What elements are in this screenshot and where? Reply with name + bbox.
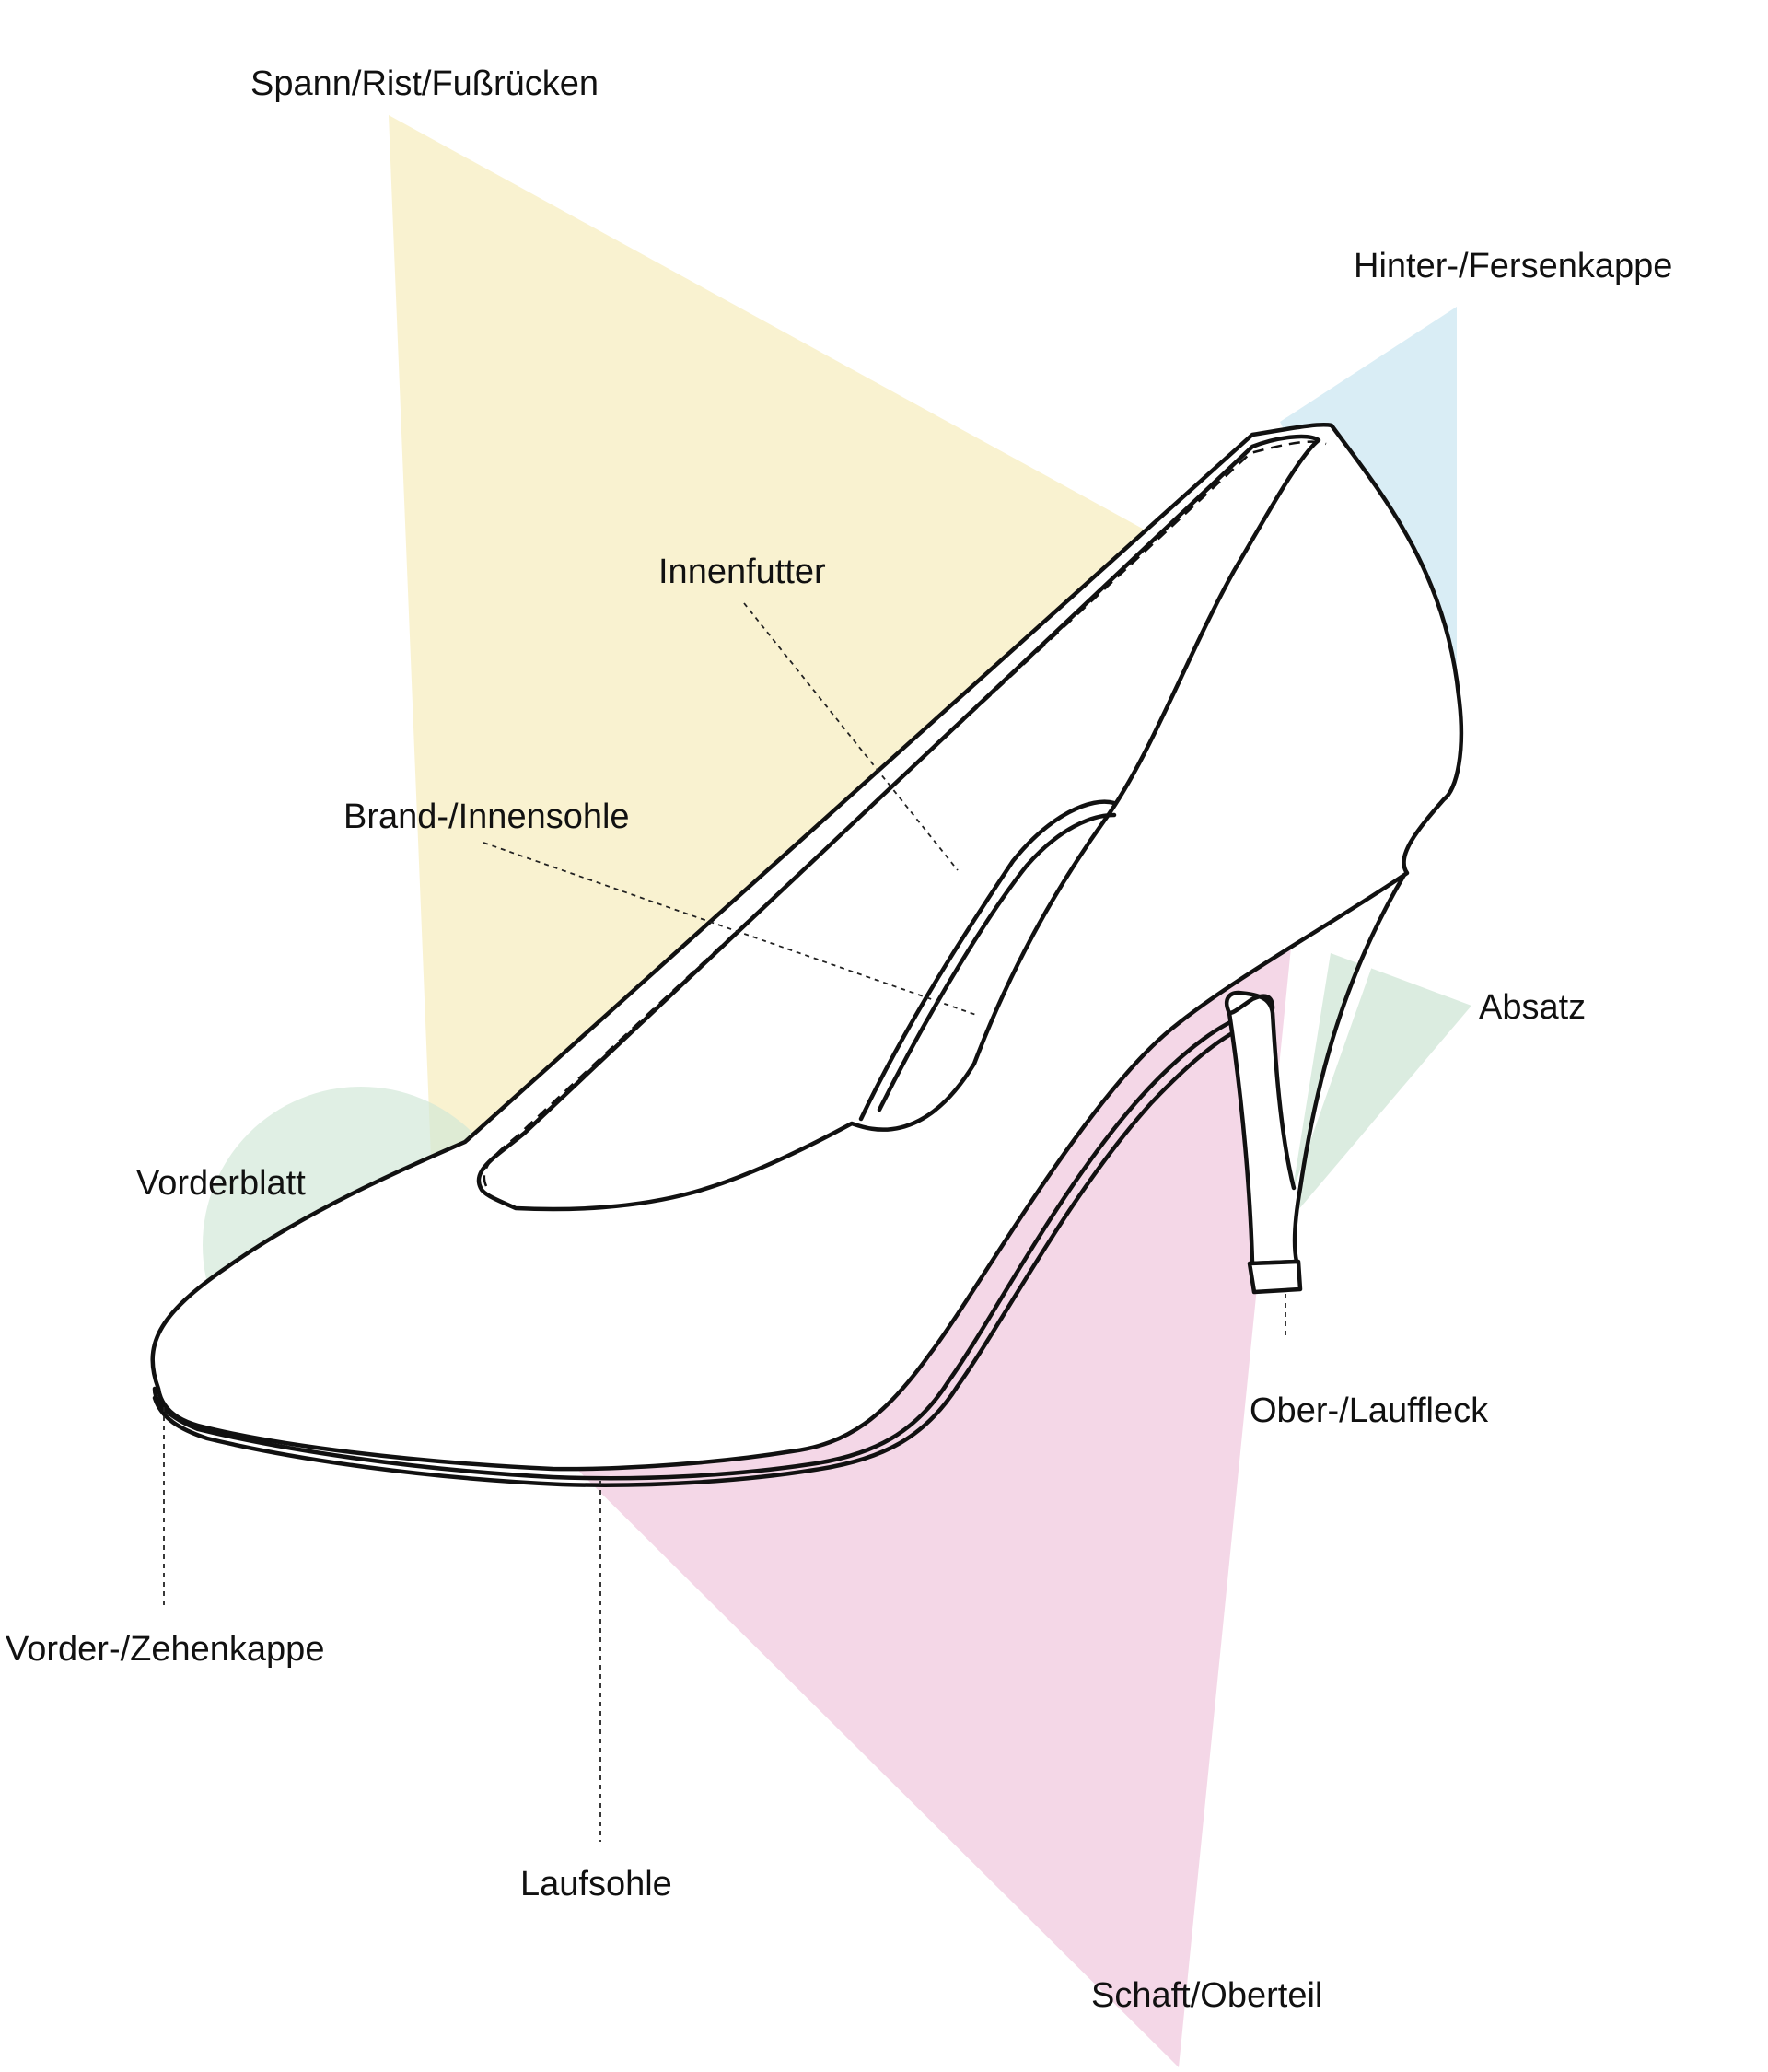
outsole bbox=[152, 1012, 1250, 1481]
lining-seam bbox=[483, 440, 1327, 1187]
label-brandsohle: Brand-/Innensohle bbox=[343, 797, 630, 836]
heel-back bbox=[1227, 994, 1275, 1016]
heel bbox=[1224, 872, 1407, 1266]
outsole-bottom bbox=[152, 1021, 1255, 1487]
region-spann bbox=[389, 115, 1245, 1248]
leader-brandsohle bbox=[483, 842, 977, 1016]
insole-strip bbox=[858, 799, 1117, 1122]
region-absatz bbox=[1287, 953, 1471, 1223]
insole-strip-inner bbox=[877, 812, 1117, 1112]
label-laufsohle: Laufsohle bbox=[520, 1865, 672, 1903]
shoe-opening bbox=[476, 434, 1321, 1212]
label-innenfutter: Innenfutter bbox=[658, 553, 826, 591]
label-zehenkappe: Vorder-/Zehenkappe bbox=[6, 1630, 325, 1669]
label-hinterkappe: Hinter-/Fersenkappe bbox=[1354, 247, 1673, 285]
label-absatz: Absatz bbox=[1479, 988, 1587, 1027]
leader-innenfutter bbox=[743, 602, 959, 871]
heel-tip bbox=[1247, 1259, 1303, 1295]
label-vorderblatt: Vorderblatt bbox=[136, 1164, 306, 1203]
label-spann: Spann/Rist/Fußrücken bbox=[250, 64, 599, 103]
label-oberfleck: Ober-/Lauffleck bbox=[1250, 1391, 1489, 1430]
label-schaft: Schaft/Oberteil bbox=[1091, 1976, 1323, 2015]
